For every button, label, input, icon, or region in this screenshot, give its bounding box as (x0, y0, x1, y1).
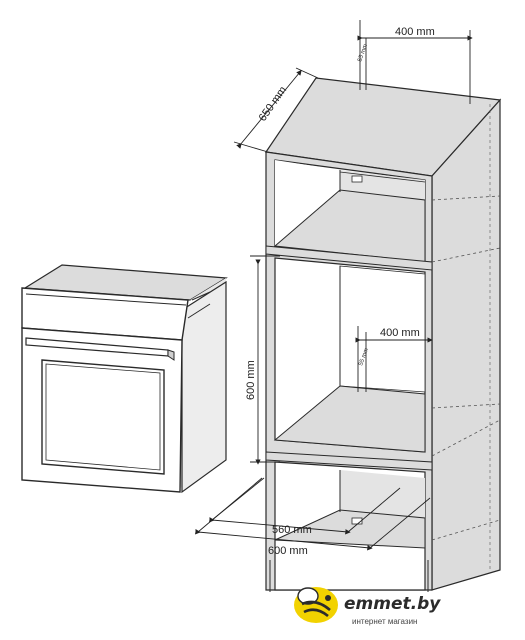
bee-icon (294, 587, 338, 623)
label-niche-depth-small: 55 mm (358, 347, 370, 366)
dimension-lines (195, 20, 473, 551)
label-outer-width: 600 mm (268, 545, 308, 557)
brand-logo: emmet.by интернет магазин (294, 587, 441, 626)
label-top-depth-small: 55 mm (357, 43, 369, 62)
label-top-width: 400 mm (395, 26, 435, 38)
label-niche-width: 400 mm (380, 327, 420, 339)
cabinet (264, 77, 502, 592)
built-in-oven (21, 264, 228, 494)
brand-name: emmet.by (344, 594, 441, 614)
label-niche-height: 600 mm (245, 360, 257, 400)
brand-tagline: интернет магазин (352, 617, 417, 626)
label-inner-width: 560 mm (272, 524, 312, 536)
label-cabinet-depth: 650 mm (257, 84, 290, 123)
